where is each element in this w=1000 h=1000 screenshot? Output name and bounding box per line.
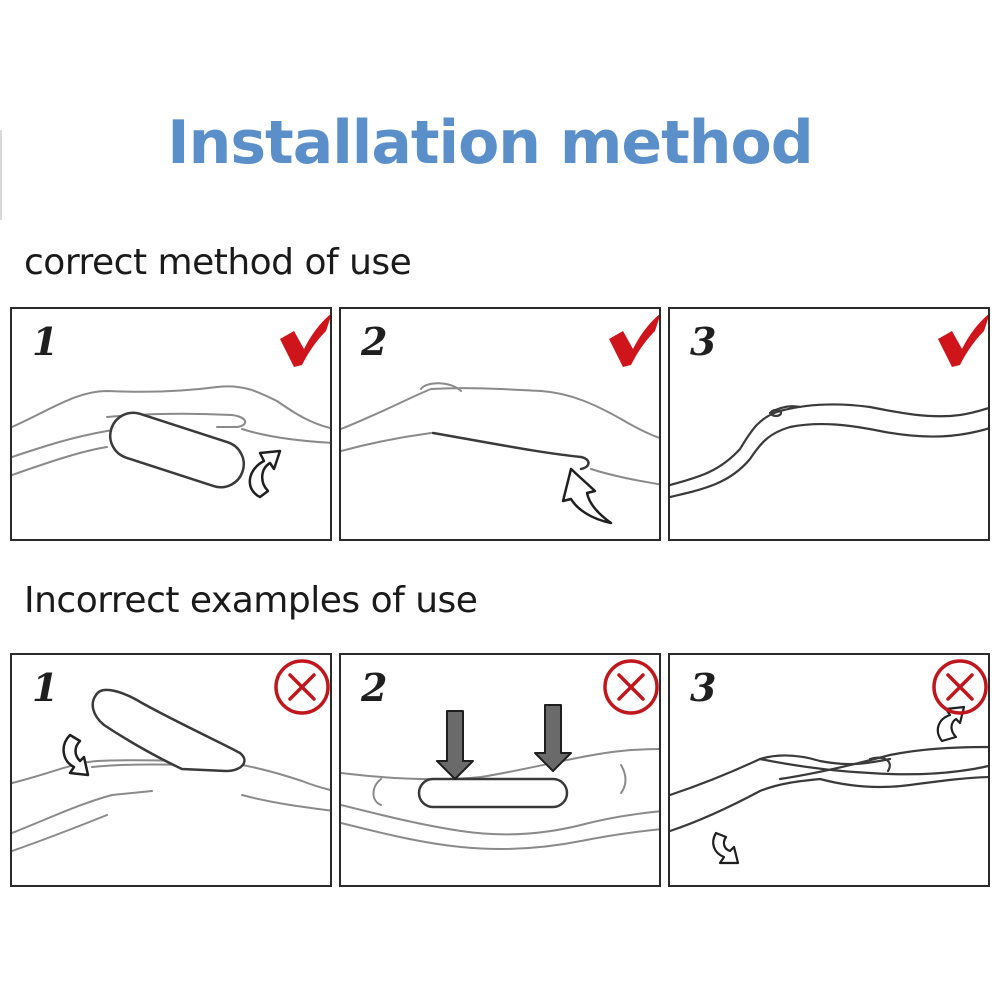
incorrect-section-label: Incorrect examples of use xyxy=(24,580,478,621)
twist-arrow-icon xyxy=(712,831,740,865)
step-number: 1 xyxy=(32,319,59,364)
incorrect-panel-2: 2 xyxy=(339,653,661,887)
down-arrow-icon xyxy=(436,710,474,780)
cross-circle-icon xyxy=(603,659,659,715)
checkmark-icon xyxy=(609,314,659,367)
step-number: 3 xyxy=(690,319,717,364)
step-number: 2 xyxy=(361,319,388,364)
checkmark-icon xyxy=(280,314,330,367)
down-arrow-icon xyxy=(534,704,572,772)
page-title: Installation method xyxy=(167,108,813,178)
correct-section-label: correct method of use xyxy=(24,242,412,283)
step-number: 1 xyxy=(32,665,59,710)
cross-circle-icon xyxy=(932,659,988,715)
edge-mark xyxy=(0,130,2,220)
rotate-arrow-icon xyxy=(62,733,90,777)
correct-panel-2-drawing xyxy=(341,314,659,525)
correct-panel-3: 3 xyxy=(668,307,990,541)
rotate-arrow-icon xyxy=(248,449,282,499)
incorrect-panel-3: 3 xyxy=(668,653,990,887)
step-number: 2 xyxy=(361,665,388,710)
correct-panel-2: 2 xyxy=(339,307,661,541)
incorrect-panel-1: 1 xyxy=(10,653,332,887)
twist-arrow-icon xyxy=(936,705,966,743)
incorrect-panel-1-drawing xyxy=(12,659,330,852)
incorrect-panel-3-drawing xyxy=(670,659,988,865)
checkmark-icon xyxy=(938,314,988,367)
step-number: 3 xyxy=(690,665,717,710)
cross-circle-icon xyxy=(274,659,330,715)
correct-panel-1-drawing xyxy=(12,314,330,499)
push-arrow-icon xyxy=(561,467,613,525)
correct-panel-3-drawing xyxy=(670,314,988,499)
correct-panel-1: 1 xyxy=(10,307,332,541)
incorrect-panel-2-drawing xyxy=(341,659,659,850)
